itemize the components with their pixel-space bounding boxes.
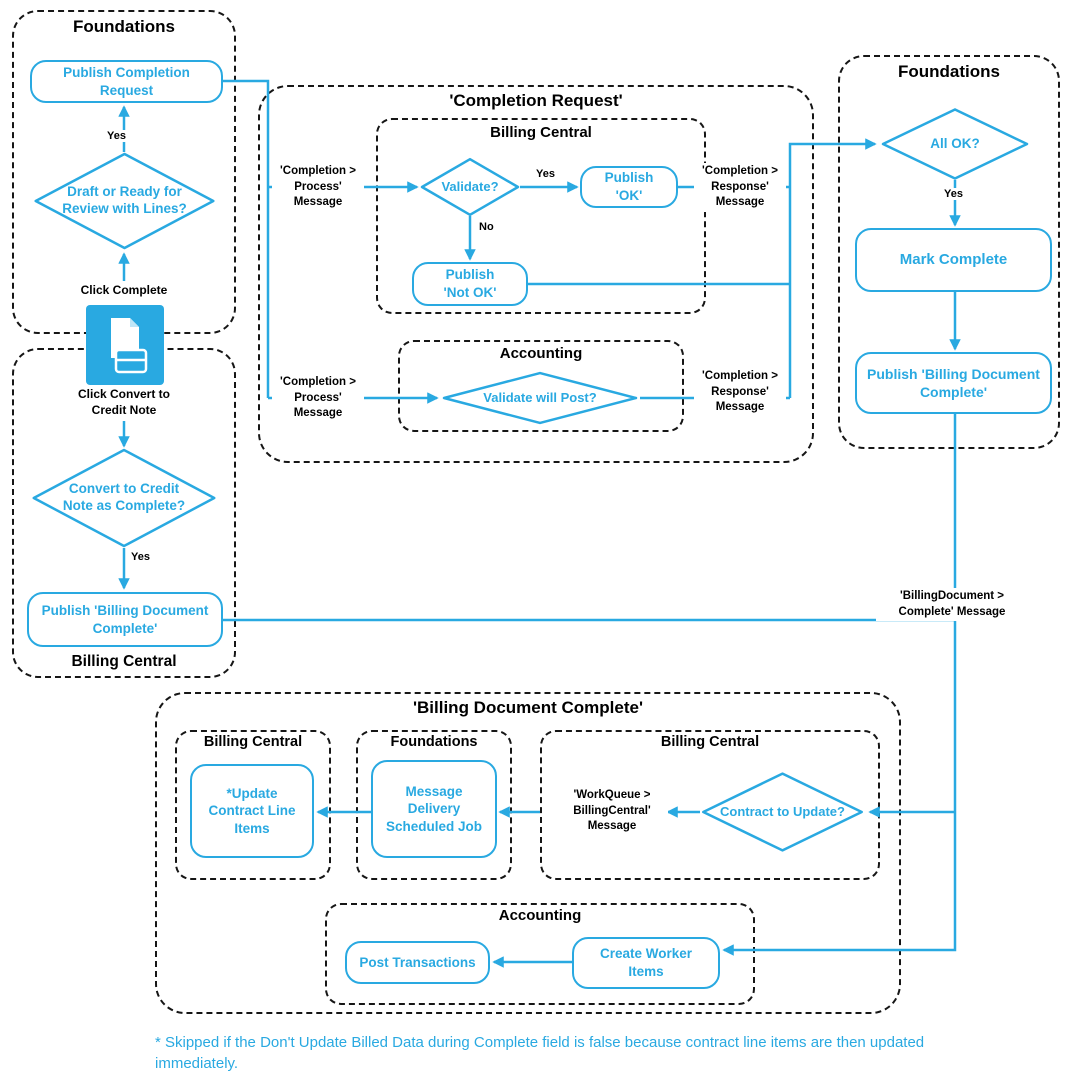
node-publish-not-ok: Publish 'Not OK' — [412, 262, 528, 306]
label-yes-validate: Yes — [533, 168, 558, 180]
label-click-complete: Click Complete — [74, 283, 174, 299]
node-publish-bdc-left: Publish 'Billing Document Complete' — [27, 592, 223, 647]
label-yes-all-ok: Yes — [941, 188, 966, 200]
label-completion-response-message-bc: 'Completion > Response' Message — [694, 163, 786, 212]
decision-validate: Validate? — [420, 158, 520, 216]
title-billing-document-complete: 'Billing Document Complete' — [412, 698, 644, 717]
node-update-contract-line-items: *Update Contract Line Items — [190, 764, 314, 858]
node-message-delivery-job: Message Delivery Scheduled Job — [371, 760, 497, 858]
label-completion-response-message-acct: 'Completion > Response' Message — [694, 368, 786, 417]
label-completion-process-message-bc: 'Completion > Process' Message — [272, 163, 364, 212]
node-publish-bdc-right: Publish 'Billing Document Complete' — [855, 352, 1052, 414]
node-publish-ok: Publish 'OK' — [580, 166, 678, 208]
footnote: * Skipped if the Don't Update Billed Dat… — [155, 1034, 925, 1072]
decision-contract-to-update: Contract to Update? — [700, 772, 865, 852]
title-completion-request: 'Completion Request' — [449, 91, 623, 110]
decision-draft-or-ready: Draft or Ready for Review with Lines? — [32, 152, 217, 250]
title-bdc-accounting: Accounting — [498, 907, 582, 924]
label-billingdocument-complete-message: 'BillingDocument > Complete' Message — [876, 588, 1028, 622]
title-billing-central-left: Billing Central — [71, 653, 177, 670]
node-create-worker-items: Create Worker Items — [572, 937, 720, 989]
label-yes-draft-ready: Yes — [104, 130, 129, 142]
title-foundations-left: Foundations — [73, 17, 175, 36]
group-bdc-foundations — [356, 730, 512, 880]
group-cr-billing-central — [376, 118, 706, 314]
group-bdc-billing-central-update — [175, 730, 331, 880]
title-bdc-billing-central-update: Billing Central — [203, 734, 303, 750]
group-cr-accounting — [398, 340, 684, 432]
title-cr-billing-central: Billing Central — [490, 124, 592, 141]
decision-convert-to-credit-note: Convert to Credit Note as Complete? — [30, 448, 218, 548]
label-workqueue-billingcentral-message: 'WorkQueue > BillingCentral' Message — [556, 787, 668, 836]
decision-all-ok: All OK? — [880, 108, 1030, 180]
label-yes-convert: Yes — [128, 551, 153, 563]
node-publish-completion-request: Publish Completion Request — [30, 60, 223, 103]
label-completion-process-message-acct: 'Completion > Process' Message — [272, 374, 364, 423]
label-no-validate: No — [476, 221, 497, 233]
billing-document-icon — [86, 305, 164, 385]
label-click-convert-to-credit-note: Click Convert to Credit Note — [70, 387, 178, 419]
title-cr-accounting: Accounting — [499, 345, 583, 362]
node-post-transactions: Post Transactions — [345, 941, 490, 984]
title-bdc-billing-central-queue: Billing Central — [660, 734, 760, 750]
decision-validate-will-post: Validate will Post? — [440, 372, 640, 424]
title-foundations-right: Foundations — [898, 62, 1000, 81]
title-bdc-foundations: Foundations — [390, 734, 478, 750]
node-mark-complete: Mark Complete — [855, 228, 1052, 292]
group-bdc-accounting — [325, 903, 755, 1005]
